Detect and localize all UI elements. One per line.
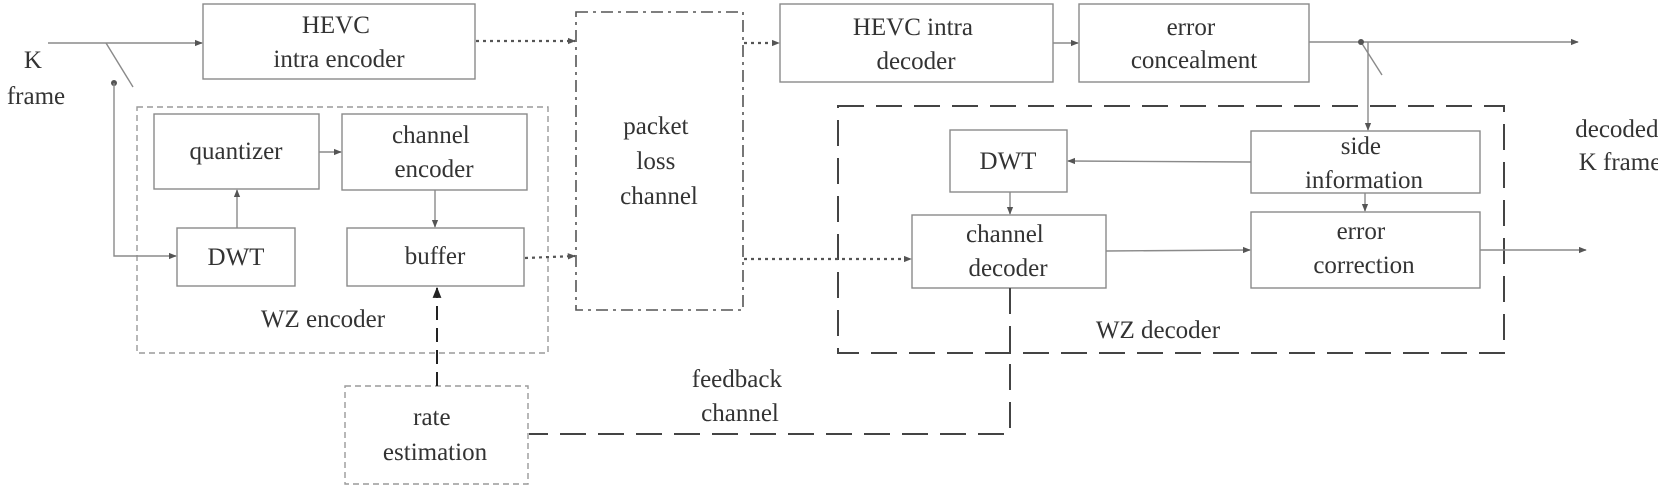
error-concealment-label: error concealment (1131, 14, 1257, 74)
output-label: decoded K frame (1575, 116, 1658, 176)
encoder-dwt-box (176, 227, 296, 287)
channel-decoder-label: channel decoder (966, 221, 1050, 282)
buffer-label: buffer (405, 243, 466, 270)
hevc-encoder-label: HEVC intra encoder (273, 12, 405, 73)
error-correction-label: error correction (1313, 218, 1415, 279)
encoder-dwt-label: DWT (208, 244, 265, 271)
channel-encoder-label: channel encoder (392, 122, 476, 183)
channel-decoder-box (911, 214, 1107, 289)
side-info-to-dwt (1067, 157, 1252, 165)
channel-decoder-to-error-correction (1105, 246, 1251, 254)
hevc-decoder-label: HEVC intra decoder (853, 14, 979, 75)
hevc-intra-decoder-box (779, 3, 1054, 83)
quantizer-label: quantizer (189, 138, 283, 165)
output-switch-blade (1360, 41, 1383, 76)
decoder-dwt-label: DWT (980, 148, 1037, 175)
error-correction-box (1250, 211, 1481, 289)
error-concealment-box (1078, 3, 1310, 83)
rate-estimation-box (344, 385, 529, 485)
buffer-box (346, 227, 525, 287)
switch-to-encoder-dwt (113, 83, 177, 260)
side-information-label: side information (1305, 133, 1424, 194)
feedback-channel-line (529, 288, 1011, 435)
feedback-channel-label: feedback channel (692, 366, 788, 427)
channel-encoder-box (341, 113, 528, 191)
wz-encoder-label: WZ encoder (261, 306, 386, 333)
rate-estimation-label: rate estimation (383, 404, 488, 466)
output-switch-node (1358, 39, 1364, 45)
packet-loss-channel-box (575, 11, 744, 311)
input-label: K frame (7, 47, 65, 110)
wz-encoder-group (136, 106, 549, 354)
channel-label: packet loss channel (620, 113, 698, 210)
buffer-to-channel (524, 253, 576, 260)
quantizer-box (153, 113, 320, 190)
hevc-intra-encoder-box (202, 3, 476, 80)
input-switch-blade (105, 42, 134, 88)
wz-decoder-label: WZ decoder (1096, 317, 1221, 344)
decoder-dwt-box (949, 129, 1068, 193)
